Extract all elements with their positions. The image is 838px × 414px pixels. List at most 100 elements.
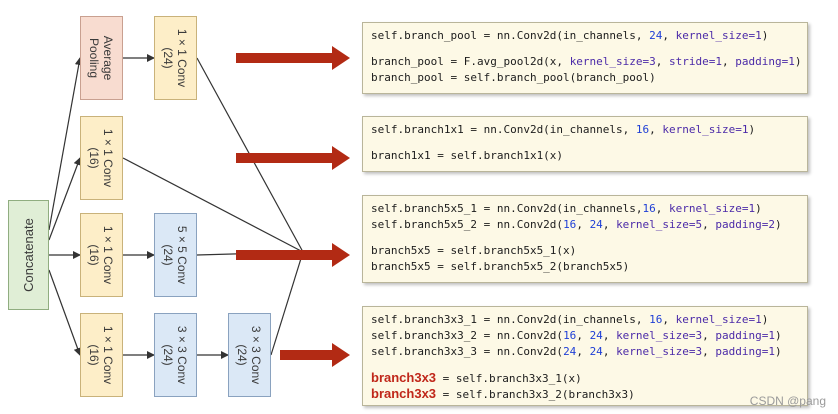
code-token: kernel_size=1 xyxy=(662,123,749,136)
code-token: branch3x3 xyxy=(371,386,437,401)
code-line: self.branch3x3_3 = nn.Conv2d(24, 24, ker… xyxy=(371,344,799,360)
code-token: kernel_size=1 xyxy=(675,313,762,326)
code-token: branch3x3 xyxy=(371,370,437,385)
red-arrow-b1 xyxy=(236,146,350,170)
code-token: 24 xyxy=(563,345,577,358)
red-arrow-b5 xyxy=(236,243,350,267)
code-token: ) xyxy=(775,218,782,231)
code-token: 24 xyxy=(589,345,603,358)
edge-b3-out xyxy=(270,251,304,356)
edge-concat-b1 xyxy=(48,157,82,241)
code-line: branch1x1 = self.branch1x1(x) xyxy=(371,148,799,164)
code-token: branch5x5 = self.branch5x5_1(x) xyxy=(371,244,577,257)
code-token: , xyxy=(576,345,590,358)
code-line: self.branch5x5_1 = nn.Conv2d(in_channels… xyxy=(371,201,799,217)
edge-concat-b3 xyxy=(48,269,82,356)
code-line xyxy=(371,138,799,148)
code-token: self.branch3x3_1 = nn.Conv2d(in_channels… xyxy=(371,313,650,326)
code-box-branch5x5: self.branch5x5_1 = nn.Conv2d(in_channels… xyxy=(362,195,808,283)
code-token: self.branch3x3_2 = nn.Conv2d( xyxy=(371,329,564,342)
code-token: branch_pool = self.branch_pool(branch_po… xyxy=(371,71,656,84)
code-token: self.branch_pool = nn.Conv2d(in_channels… xyxy=(371,29,650,42)
pool-conv-node: 1 × 1 Conv (24) xyxy=(154,16,197,100)
code-token: ) xyxy=(755,202,762,215)
avg-pooling-label: Average Pooling xyxy=(87,35,116,81)
code-token: , xyxy=(576,218,590,231)
code-token: ) xyxy=(794,55,802,68)
code-line: self.branch3x3_2 = nn.Conv2d(16, 24, ker… xyxy=(371,328,799,344)
code-token: 24 xyxy=(589,218,603,231)
code-line: branch_pool = self.branch_pool(branch_po… xyxy=(371,70,799,86)
code-token: self.branch5x5_1 = nn.Conv2d(in_channels… xyxy=(371,202,643,215)
branch3x3-conv3-label: 3 × 3 Conv (24) xyxy=(235,325,264,385)
code-token: ) xyxy=(775,329,782,342)
code-token: kernel_size=1 xyxy=(675,29,762,42)
code-token: , xyxy=(662,29,676,42)
code-line xyxy=(371,44,799,54)
code-line: branch5x5 = self.branch5x5_2(branch5x5) xyxy=(371,259,799,275)
branch3x3-conv1-label: 1 × 1 Conv (16) xyxy=(87,325,116,385)
code-token: ) xyxy=(761,313,769,326)
code-token: branch5x5 = self.branch5x5_2(branch5x5) xyxy=(371,260,630,273)
code-box-branch1x1: self.branch1x1 = nn.Conv2d(in_channels, … xyxy=(362,116,808,172)
watermark: CSDN @pang xyxy=(749,394,826,408)
code-token: kernel_size=3 xyxy=(616,329,703,342)
code-token: 16 xyxy=(642,202,656,215)
code-token: , xyxy=(576,329,590,342)
edge-b1-out xyxy=(122,157,304,253)
branch5x5-conv1-label: 1 × 1 Conv (16) xyxy=(87,225,116,285)
code-token: , xyxy=(655,55,670,68)
code-token: padding=2 xyxy=(715,218,776,231)
code-token: self.branch3x3_3 = nn.Conv2d( xyxy=(371,345,564,358)
code-line: branch5x5 = self.branch5x5_1(x) xyxy=(371,243,799,259)
code-token: , xyxy=(655,202,670,215)
code-token: , xyxy=(649,123,663,136)
code-box-pool: self.branch_pool = nn.Conv2d(in_channels… xyxy=(362,22,808,94)
red-arrow-pool xyxy=(236,46,350,70)
code-box-branch3x3: self.branch3x3_1 = nn.Conv2d(in_channels… xyxy=(362,306,808,406)
code-token: kernel_size=3 xyxy=(569,55,656,68)
code-token: padding=1 xyxy=(715,329,776,342)
code-token: 16 xyxy=(563,329,577,342)
code-line: self.branch1x1 = nn.Conv2d(in_channels, … xyxy=(371,122,799,138)
code-token: kernel_size=1 xyxy=(669,202,756,215)
code-token: self.branch5x5_2 = nn.Conv2d( xyxy=(371,218,564,231)
code-token: ) xyxy=(748,123,756,136)
code-token: self.branch1x1 = nn.Conv2d(in_channels, xyxy=(371,123,636,136)
code-line: branch3x3 = self.branch3x3_2(branch3x3) xyxy=(371,386,799,402)
branch1x1-conv-node: 1 × 1 Conv (16) xyxy=(80,116,123,200)
avg-pooling-node: Average Pooling xyxy=(80,16,123,100)
code-line: self.branch_pool = nn.Conv2d(in_channels… xyxy=(371,28,799,44)
code-token: stride=1 xyxy=(669,55,723,68)
concatenate-label: Concatenate xyxy=(20,218,36,292)
code-token: , xyxy=(602,329,617,342)
code-token: padding=1 xyxy=(715,345,776,358)
branch3x3-conv2-label: 3 × 3 Conv (24) xyxy=(161,325,190,385)
branch5x5-conv2-node: 5 × 5 Conv (24) xyxy=(154,213,197,297)
code-token: ) xyxy=(761,29,769,42)
code-token: , xyxy=(702,218,716,231)
code-line: self.branch3x3_1 = nn.Conv2d(in_channels… xyxy=(371,312,799,328)
code-token: branch1x1 = self.branch1x1(x) xyxy=(371,149,564,162)
code-token: 24 xyxy=(649,29,663,42)
code-token: = self.branch3x3_2(branch3x3) xyxy=(436,388,635,401)
code-line: branch3x3 = self.branch3x3_1(x) xyxy=(371,370,799,386)
code-token: , xyxy=(602,218,617,231)
code-token: 16 xyxy=(649,313,663,326)
code-token: 24 xyxy=(589,329,603,342)
pool-conv-label: 1 × 1 Conv (24) xyxy=(161,28,190,88)
code-line xyxy=(371,233,799,243)
code-token: , xyxy=(662,313,676,326)
code-line: self.branch5x5_2 = nn.Conv2d(16, 24, ker… xyxy=(371,217,799,233)
branch3x3-conv2-node: 3 × 3 Conv (24) xyxy=(154,313,197,397)
branch5x5-conv2-label: 5 × 5 Conv (24) xyxy=(161,225,190,285)
red-arrow-b3 xyxy=(280,343,350,367)
code-token: = self.branch3x3_1(x) xyxy=(436,372,582,385)
code-line: branch_pool = F.avg_pool2d(x, kernel_siz… xyxy=(371,54,802,70)
code-token: ) xyxy=(775,345,782,358)
code-token: padding=1 xyxy=(735,55,795,68)
code-token: branch_pool = F.avg_pool2d(x, xyxy=(371,55,570,68)
code-token: , xyxy=(702,329,716,342)
code-token: , xyxy=(602,345,617,358)
